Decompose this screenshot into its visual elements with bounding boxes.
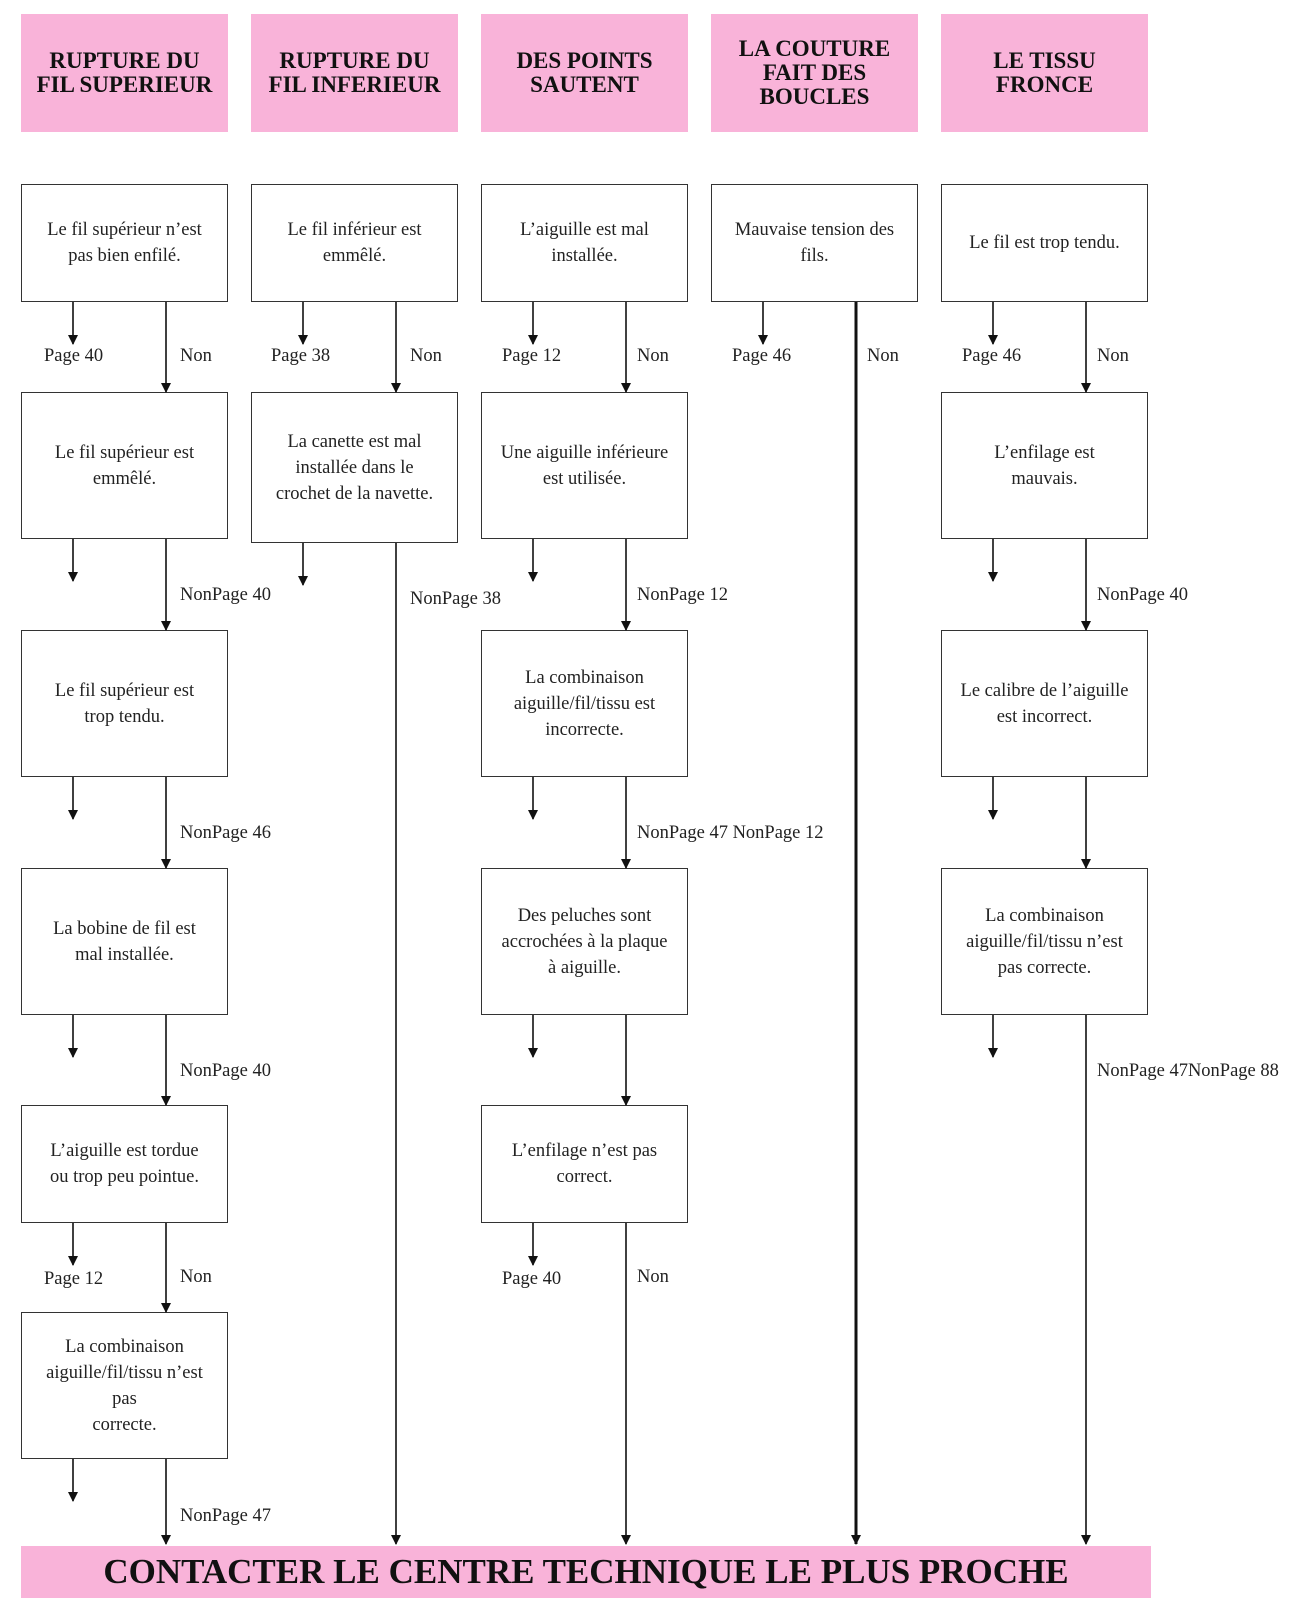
edge-label: Page 46 xyxy=(962,346,1022,366)
edge-label: Page 12 xyxy=(502,346,562,366)
flow-node: Le fil est trop tendu. xyxy=(941,184,1148,302)
edge-label: Page 40 xyxy=(44,346,104,366)
edge-label: NonPage 46 xyxy=(180,823,271,843)
flow-node: L’aiguille est mal installée. xyxy=(481,184,688,302)
edge-label: Non xyxy=(1097,346,1129,366)
flow-node: La combinaison aiguille/fil/tissu n’est … xyxy=(21,1312,228,1459)
edge-label: Non xyxy=(180,346,212,366)
column-header: DES POINTS SAUTENT xyxy=(481,14,688,132)
edge-label: Page 40 xyxy=(502,1269,562,1289)
edge-label: Non xyxy=(180,1267,212,1287)
flow-node: La canette est mal installée dans le cro… xyxy=(251,392,458,543)
edge-label: NonPage 40 xyxy=(180,1061,271,1081)
flow-node: La bobine de fil est mal installée. xyxy=(21,868,228,1015)
column-header: RUPTURE DU FIL INFERIEUR xyxy=(251,14,458,132)
edge-label: Non xyxy=(637,346,669,366)
flow-node: Mauvaise tension des fils. xyxy=(711,184,918,302)
column-header: LA COUTURE FAIT DES BOUCLES xyxy=(711,14,918,132)
flow-node: Le fil inférieur est emmêlé. xyxy=(251,184,458,302)
edge-label: Page 12 xyxy=(44,1269,104,1289)
edge-label: NonPage 47NonPage 88 xyxy=(1097,1061,1279,1081)
edge-label: NonPage 40 xyxy=(180,585,271,605)
contact-banner: CONTACTER LE CENTRE TECHNIQUE LE PLUS PR… xyxy=(21,1546,1151,1598)
edge-label: Non xyxy=(867,346,899,366)
flow-node: Le calibre de l’aiguille est incorrect. xyxy=(941,630,1148,777)
flow-node: L’enfilage est mauvais. xyxy=(941,392,1148,539)
flow-node: La combinaison aiguille/fil/tissu est in… xyxy=(481,630,688,777)
edge-label: NonPage 38 xyxy=(410,589,501,609)
edge-label: NonPage 40 xyxy=(1097,585,1188,605)
column-header: RUPTURE DU FIL SUPERIEUR xyxy=(21,14,228,132)
edge-label: Non xyxy=(637,1267,669,1287)
edge-label: Page 46 xyxy=(732,346,792,366)
edge-label: NonPage 12 xyxy=(637,585,728,605)
column-header: LE TISSU FRONCE xyxy=(941,14,1148,132)
flow-node: Une aiguille inférieure est utilisée. xyxy=(481,392,688,539)
edge-label: NonPage 47 xyxy=(180,1506,271,1526)
edge-label: Non xyxy=(410,346,442,366)
flow-node: La combinaison aiguille/fil/tissu n’est … xyxy=(941,868,1148,1015)
edge-label: NonPage 47 NonPage 12 xyxy=(637,823,824,843)
flow-node: Le fil supérieur n’est pas bien enfilé. xyxy=(21,184,228,302)
flow-node: Le fil supérieur est trop tendu. xyxy=(21,630,228,777)
flow-node: L’enfilage n’est pas correct. xyxy=(481,1105,688,1223)
flow-node: L’aiguille est tordue ou trop peu pointu… xyxy=(21,1105,228,1223)
flow-node: Le fil supérieur est emmêlé. xyxy=(21,392,228,539)
edge-label: Page 38 xyxy=(271,346,331,366)
flow-node: Des peluches sont accrochées à la plaque… xyxy=(481,868,688,1015)
